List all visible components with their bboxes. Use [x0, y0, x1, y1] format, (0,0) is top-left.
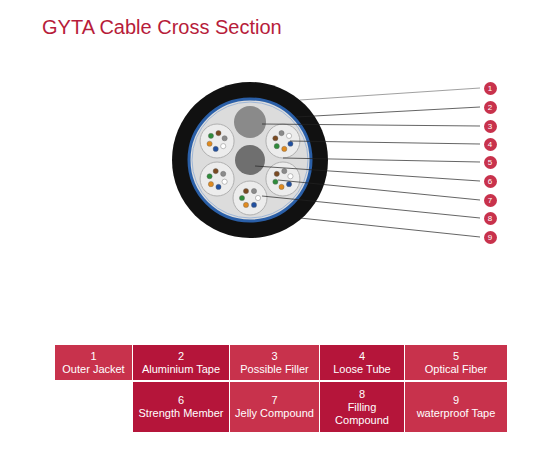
- cell-label: Optical Fiber: [425, 363, 487, 376]
- leader-line: [290, 141, 480, 144]
- leader-line: [278, 180, 480, 200]
- table-cell: 2Aluminium Tape: [133, 345, 229, 380]
- optical-fiber: [216, 184, 221, 189]
- loose-tube: [200, 162, 234, 196]
- optical-fiber: [279, 131, 284, 136]
- optical-fiber: [243, 188, 248, 193]
- optical-fiber: [222, 179, 227, 184]
- optical-fiber: [288, 141, 293, 146]
- cell-number: 3: [271, 350, 277, 363]
- cell-label: Possible Filler: [240, 363, 308, 376]
- optical-fiber: [243, 202, 248, 207]
- cell-number: 5: [453, 350, 459, 363]
- optical-fiber: [213, 169, 218, 174]
- optical-fiber: [279, 184, 284, 189]
- table-cell: 1Outer Jacket: [55, 345, 132, 380]
- callout-number: 3: [484, 120, 497, 133]
- strength-member: [235, 145, 265, 175]
- callout-number: 8: [484, 212, 497, 225]
- optical-fiber: [274, 144, 279, 149]
- table-cell: 5Optical Fiber: [405, 345, 507, 380]
- optical-fiber: [273, 136, 278, 141]
- callout-number: 9: [484, 231, 497, 244]
- callout-number: 4: [484, 138, 497, 151]
- callout-number: 5: [484, 156, 497, 169]
- optical-fiber: [221, 171, 226, 176]
- outer-jacket: [172, 82, 328, 238]
- loose-tube: [200, 124, 234, 158]
- table-cell: 9waterproof Tape: [405, 382, 507, 432]
- table-cell: 7Jelly Compound: [230, 382, 319, 432]
- leader-line: [300, 88, 480, 100]
- optical-fiber: [282, 169, 287, 174]
- cell-number: 8: [359, 388, 365, 401]
- cell-number: 7: [271, 394, 277, 407]
- callout-number: 1: [484, 82, 497, 95]
- optical-fiber: [282, 146, 287, 151]
- optical-fiber: [239, 195, 244, 200]
- cell-label: Strength Member: [139, 407, 224, 420]
- optical-fiber: [208, 133, 213, 138]
- callout-number: 7: [484, 194, 497, 207]
- table-cell: 4Loose Tube: [320, 345, 404, 380]
- optical-fiber: [286, 133, 291, 138]
- aluminium-tape: [189, 99, 311, 221]
- leader-line: [255, 166, 480, 181]
- cell-label: Aluminium Tape: [142, 363, 220, 376]
- optical-fiber: [207, 141, 212, 146]
- table-cell: 8Filling Compound: [320, 382, 404, 432]
- optical-fiber: [288, 174, 293, 179]
- optical-fiber: [208, 182, 213, 187]
- waterproof-tape: [192, 102, 308, 218]
- optical-fiber: [274, 171, 279, 176]
- leader-line: [300, 218, 480, 237]
- loose-tube: [233, 181, 267, 215]
- optical-fiber: [207, 174, 212, 179]
- cell-number: 1: [90, 350, 96, 363]
- optical-fiber: [221, 144, 226, 149]
- callout-number: 2: [484, 101, 497, 114]
- optical-fiber: [251, 202, 256, 207]
- cell-number: 2: [178, 350, 184, 363]
- cell-label: Filling Compound: [324, 401, 400, 427]
- cell-label: Outer Jacket: [62, 363, 124, 376]
- table-cell: 3Possible Filler: [230, 345, 319, 380]
- optical-fiber: [216, 131, 221, 136]
- diagram-title: GYTA Cable Cross Section: [42, 16, 282, 39]
- cell-label: Loose Tube: [333, 363, 391, 376]
- leader-line: [296, 107, 480, 117]
- cell-label: Jelly Compound: [235, 407, 314, 420]
- optical-fiber: [255, 195, 260, 200]
- optical-fiber: [286, 182, 291, 187]
- filler-rod: [234, 106, 266, 138]
- optical-fiber: [213, 146, 218, 151]
- leader-line: [262, 196, 480, 218]
- cell-label: waterproof Tape: [417, 407, 496, 420]
- leader-line: [283, 158, 480, 162]
- optical-fiber: [222, 136, 227, 141]
- callout-number: 6: [484, 175, 497, 188]
- cell-number: 9: [453, 394, 459, 407]
- cell-number: 6: [178, 394, 184, 407]
- leader-line: [262, 124, 480, 126]
- leader-lines: [255, 88, 480, 237]
- optical-fiber: [273, 179, 278, 184]
- optical-fiber: [251, 188, 256, 193]
- cell-number: 4: [359, 350, 365, 363]
- table-cell: 6Strength Member: [133, 382, 229, 432]
